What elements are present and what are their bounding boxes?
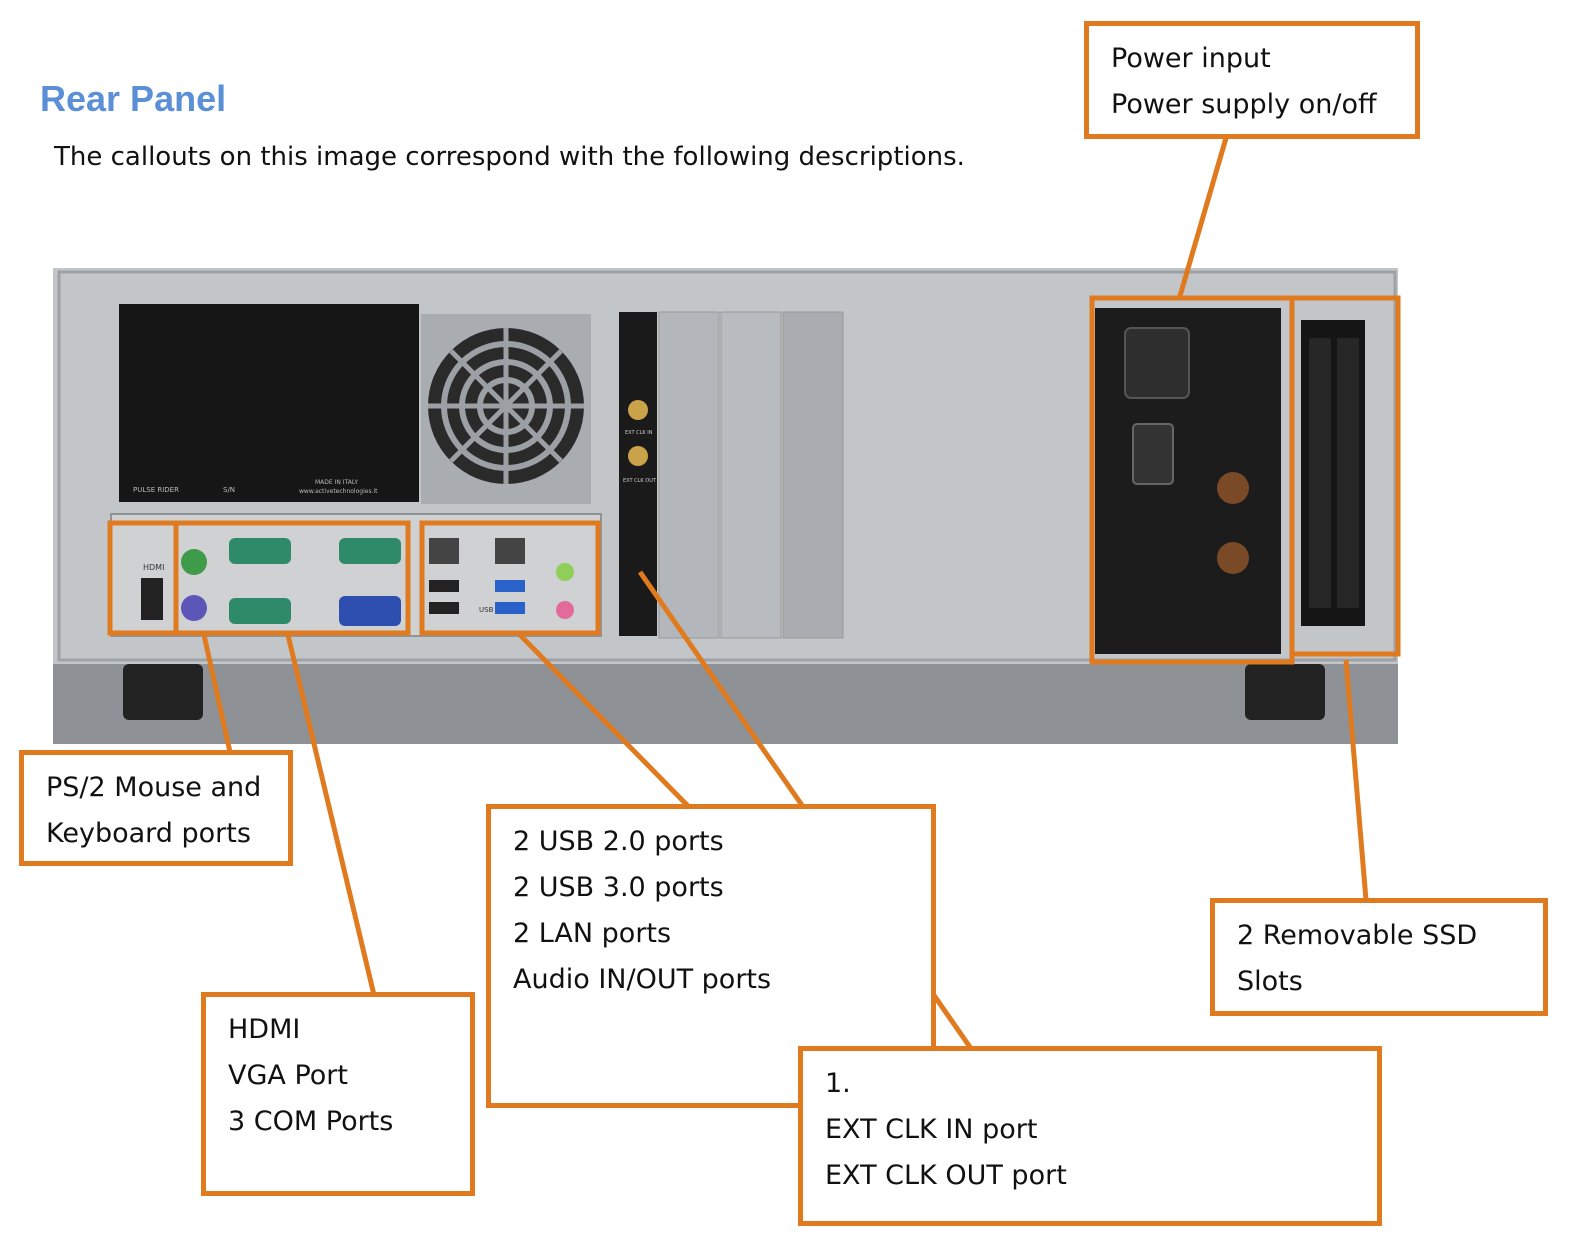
lan-port-1 <box>429 538 459 564</box>
audio-out-jack <box>556 601 574 619</box>
website-text: www.activetechnologies.it <box>299 488 378 495</box>
callout-video-line-1: HDMI <box>228 1014 301 1045</box>
rear-panel-drawing: PULSE RIDER S/N MADE IN ITALY www.active… <box>53 268 1398 744</box>
product-label-panel <box>119 304 419 502</box>
right-foot <box>1245 664 1325 720</box>
callout-usb-line-3: 2 LAN ports <box>513 918 672 949</box>
usb2-port-1 <box>429 580 459 592</box>
com-port-1 <box>229 538 291 564</box>
usb2-port-2 <box>429 602 459 614</box>
intro-text: The callouts on this image correspond wi… <box>54 142 965 172</box>
power-switch <box>1132 423 1174 485</box>
usb3-port-1 <box>495 580 525 592</box>
callout-ssd-line-1: 2 Removable SSD <box>1237 920 1478 951</box>
callout-power: Power input Power supply on/off <box>1084 21 1420 139</box>
ext-clk-out-text: EXT CLK OUT <box>623 478 657 484</box>
usb-text: USB <box>479 606 494 614</box>
callout-clock-line-2: EXT CLK IN port <box>825 1114 1038 1145</box>
ps2-mouse-port <box>181 595 207 621</box>
ext-clk-out-connector <box>628 446 648 466</box>
power-input-socket <box>1124 327 1190 399</box>
ssd-slot-1 <box>1309 338 1331 608</box>
rear-panel-photo: PULSE RIDER S/N MADE IN ITALY www.active… <box>53 268 1398 744</box>
audio-in-jack <box>556 563 574 581</box>
callout-video-line-2: VGA Port <box>228 1060 348 1091</box>
fan-grille <box>421 314 591 504</box>
lan-port-2 <box>495 538 525 564</box>
clock-card <box>619 312 657 636</box>
callout-power-line-1: Power input <box>1111 43 1271 74</box>
com-port-3 <box>229 598 291 624</box>
com-port-2 <box>339 538 401 564</box>
callout-video-line-3: 3 COM Ports <box>228 1106 394 1137</box>
callout-ps2-line-2: Keyboard ports <box>46 818 251 849</box>
model-text: PULSE RIDER <box>133 486 179 494</box>
callout-power-line-2: Power supply on/off <box>1111 89 1377 120</box>
ext-clk-in-text: EXT CLK IN <box>625 430 653 436</box>
slot-covers <box>658 311 844 639</box>
ps2-keyboard-port <box>181 549 207 575</box>
callout-ps2-line-1: PS/2 Mouse and <box>46 772 262 803</box>
callout-usb-line-4: Audio IN/OUT ports <box>513 964 772 995</box>
page-heading: Rear Panel <box>40 78 227 119</box>
serial-text: S/N <box>223 486 235 494</box>
left-foot <box>123 664 203 720</box>
callout-ssd: 2 Removable SSD Slots <box>1210 898 1548 1016</box>
made-in-text: MADE IN ITALY <box>315 479 358 486</box>
callout-clock-line-1: 1. <box>825 1068 851 1099</box>
table-surface <box>53 664 1398 744</box>
callout-ps2: PS/2 Mouse and Keyboard ports <box>19 750 293 866</box>
ext-clk-in-connector <box>628 400 648 420</box>
callout-usb-line-1: 2 USB 2.0 ports <box>513 826 724 857</box>
ssd-slot-2 <box>1337 338 1359 608</box>
callout-ext-clock: 1. EXT CLK IN port EXT CLK OUT port <box>798 1046 1382 1226</box>
hdmi-text: HDMI <box>143 563 164 572</box>
callout-usb-line-2: 2 USB 3.0 ports <box>513 872 724 903</box>
callout-ssd-line-2: Slots <box>1237 966 1303 997</box>
callout-video-com: HDMI VGA Port 3 COM Ports <box>201 992 475 1196</box>
callout-clock-line-3: EXT CLK OUT port <box>825 1160 1067 1191</box>
hdmi-port <box>141 578 163 620</box>
psu-coil-1 <box>1217 472 1249 504</box>
vga-port <box>339 596 401 626</box>
usb3-port-2 <box>495 602 525 614</box>
psu-coil-2 <box>1217 542 1249 574</box>
